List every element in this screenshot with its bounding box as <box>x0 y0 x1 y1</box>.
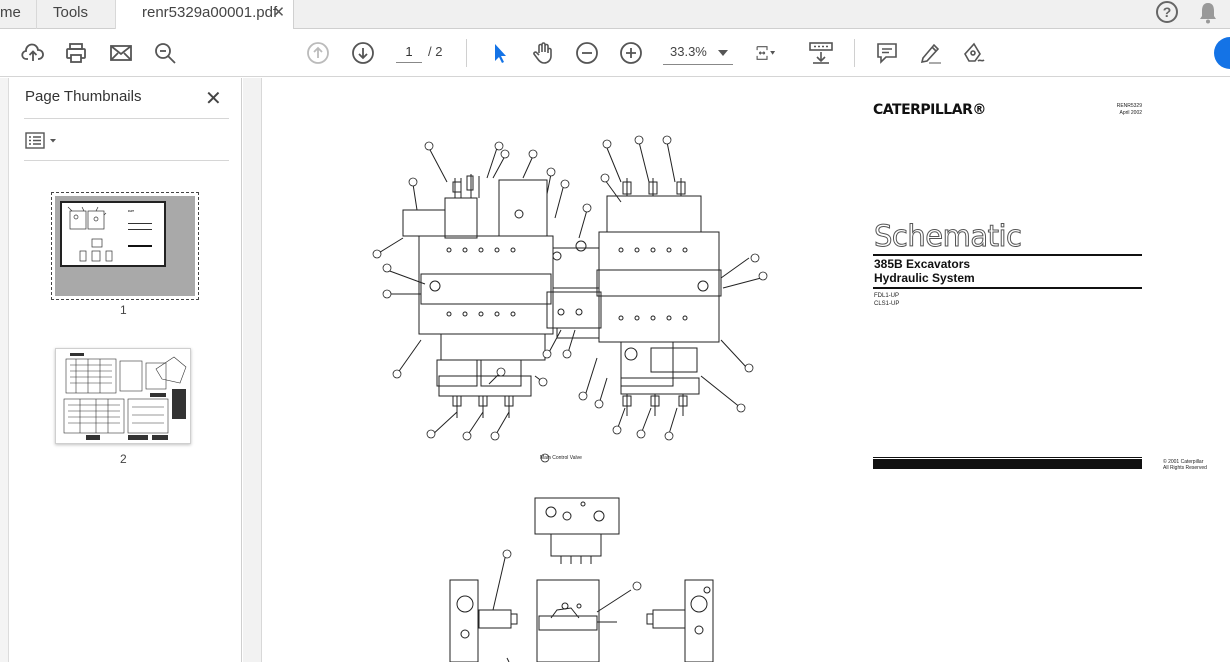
hand-tool-icon[interactable] <box>531 41 555 65</box>
search-icon[interactable] <box>153 41 177 65</box>
page-thumbnail-2[interactable] <box>55 348 191 444</box>
subtitle-rule <box>873 287 1142 289</box>
document-subtitle-1: 385B Excavators <box>874 257 971 271</box>
page-total: / 2 <box>428 44 443 59</box>
reference-date: April 2002 <box>1119 110 1142 116</box>
reference-number: RENR5329 <box>1116 103 1142 109</box>
document-subtitle-2: Hydraulic System <box>874 271 975 285</box>
footer-rule-thin <box>873 457 1142 458</box>
close-tab-icon[interactable]: ✕ <box>272 4 285 21</box>
print-icon[interactable] <box>64 41 88 65</box>
footer-rule-thick <box>873 459 1142 469</box>
valve-schematic-drawing <box>372 135 768 662</box>
thumbnail-image-1: CAT <box>55 196 195 296</box>
copyright-line-2: All Rights Reserved <box>1163 465 1207 471</box>
help-icon[interactable]: ? <box>1156 1 1178 23</box>
previous-page-icon[interactable] <box>306 41 330 65</box>
sign-pen-icon[interactable] <box>962 41 986 65</box>
panel-divider <box>24 118 229 119</box>
caterpillar-logo: CATERPILLAR® <box>873 102 986 118</box>
thumbnail-image-2 <box>63 353 187 440</box>
next-page-icon[interactable] <box>351 41 375 65</box>
zoom-value: 33.3% <box>670 44 707 59</box>
document-title: Schematic <box>873 219 1022 254</box>
zoom-in-icon[interactable] <box>619 41 643 65</box>
scroll-mode-icon[interactable] <box>809 41 833 65</box>
tab-document-label: renr5329a00001.pdf <box>142 4 278 21</box>
select-cursor-icon[interactable] <box>488 41 512 65</box>
title-rule <box>873 254 1142 256</box>
page-thumbnail-1[interactable]: CAT <box>51 192 199 300</box>
thumbnail-label-2: 2 <box>120 452 127 466</box>
page-fit-icon[interactable] <box>755 41 789 65</box>
tab-home-label: me <box>0 4 21 21</box>
tab-tools[interactable]: Tools <box>36 0 116 29</box>
serial-number-1: FDL1-UP <box>874 293 900 299</box>
copyright-line-1: © 2001 Caterpillar <box>1163 459 1204 465</box>
toolbar-divider-2 <box>854 39 855 67</box>
cloud-upload-icon[interactable] <box>21 41 45 65</box>
panel-divider-2 <box>24 160 229 161</box>
page-thumbnails-panel: Page Thumbnails ✕ CAT 1 <box>9 78 242 662</box>
highlight-pen-icon[interactable] <box>919 41 943 65</box>
svg-text:CAT: CAT <box>128 209 134 213</box>
toolbar: / 2 33.3% <box>0 29 1230 77</box>
close-panel-icon[interactable]: ✕ <box>205 88 222 110</box>
left-rail <box>0 78 9 662</box>
page-number-input[interactable] <box>396 41 422 63</box>
thumbnail-options-icon[interactable] <box>25 132 59 150</box>
notification-bell-icon[interactable] <box>1198 2 1218 24</box>
figure-caption: Main Control Valve <box>540 455 582 461</box>
panel-title: Page Thumbnails <box>25 88 142 105</box>
tab-tools-label: Tools <box>53 4 89 21</box>
toolbar-divider <box>466 39 467 67</box>
thumbnail-paper: CAT <box>60 201 166 267</box>
share-button[interactable] <box>1214 37 1230 69</box>
copyright-notice: © 2001 Caterpillar All Rights Reserved <box>1163 459 1207 471</box>
serial-number-2: CLS1-UP <box>874 301 900 307</box>
tab-document[interactable]: renr5329a00001.pdf ✕ <box>116 0 294 30</box>
comment-icon[interactable] <box>875 41 899 65</box>
chevron-down-icon <box>718 50 728 56</box>
tab-home[interactable]: me <box>0 0 33 29</box>
zoom-out-icon[interactable] <box>575 41 599 65</box>
thumbnail-label-1: 1 <box>120 303 127 317</box>
document-reference: RENR5329 April 2002 <box>1090 103 1142 117</box>
email-icon[interactable] <box>109 41 133 65</box>
tab-bar: me Tools renr5329a00001.pdf ✕ ? <box>0 0 1230 30</box>
zoom-select[interactable]: 33.3% <box>663 41 733 65</box>
